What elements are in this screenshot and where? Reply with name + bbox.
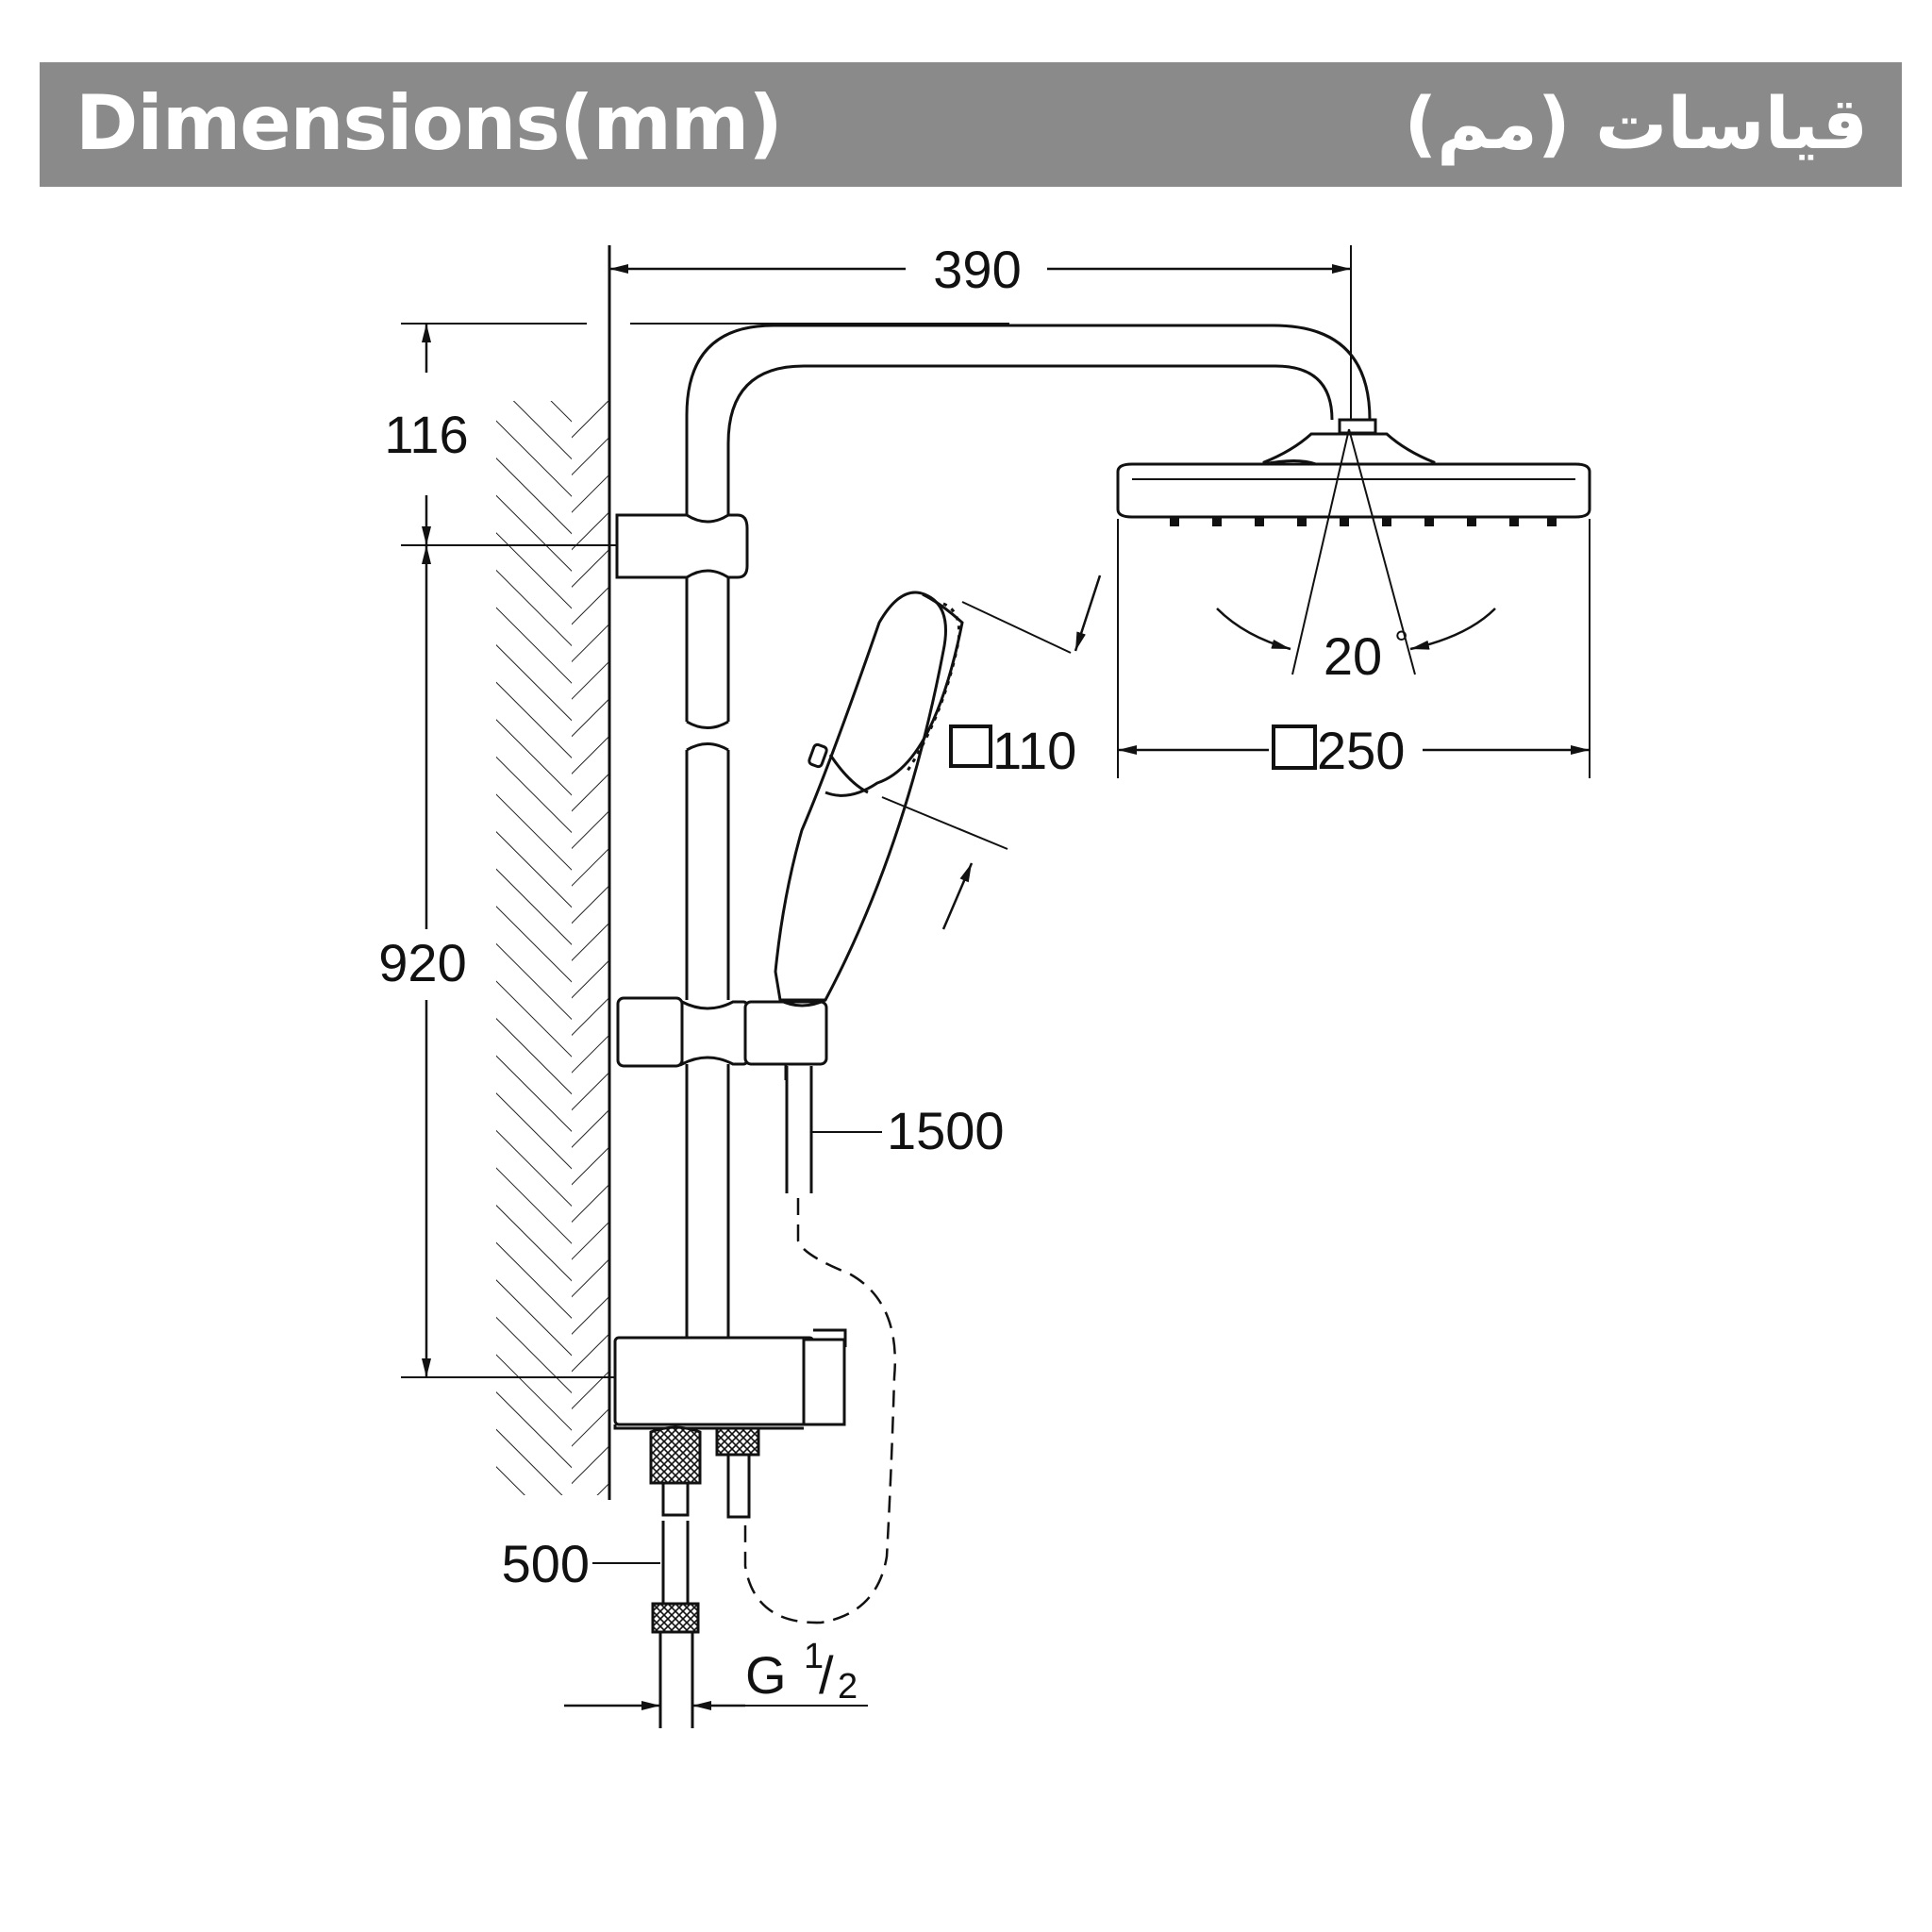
header-bar: Dimensions(mm) قياسات (مم) bbox=[40, 62, 1902, 187]
thread-label: G bbox=[745, 1645, 787, 1705]
dim-390-label: 390 bbox=[933, 240, 1021, 299]
wall bbox=[496, 245, 611, 1500]
dim-500-label: 500 bbox=[502, 1534, 590, 1593]
title-arabic: قياسات (مم) bbox=[1404, 81, 1868, 165]
head-shower bbox=[1116, 418, 1591, 526]
tilt-angle: 20 ° bbox=[1216, 428, 1496, 686]
riser-pipe bbox=[685, 324, 1372, 1338]
angle-label: 20 bbox=[1324, 626, 1382, 686]
nozzle-row bbox=[1170, 517, 1557, 526]
inlet-connectors bbox=[592, 1425, 760, 1728]
thread-denominator: 2 bbox=[838, 1667, 858, 1707]
dim-250-label: 250 bbox=[1317, 721, 1405, 780]
dim-920-label: 920 bbox=[378, 933, 466, 992]
hand-shower bbox=[774, 591, 964, 1008]
top-wall-bracket bbox=[615, 513, 749, 579]
dim-116-label: 116 bbox=[384, 405, 468, 464]
dimension-390: 390 bbox=[609, 240, 1352, 429]
hand-shower-hose bbox=[743, 1066, 896, 1624]
dimension-thread: G 1 / 2 bbox=[564, 1637, 868, 1710]
thread-numerator: 1 bbox=[804, 1637, 824, 1676]
dimension-110: 110 bbox=[881, 575, 1102, 930]
hand-shower-holder bbox=[616, 996, 828, 1080]
dim-110-label: 110 bbox=[992, 721, 1076, 780]
thermostat-mixer bbox=[613, 1328, 847, 1430]
degree-symbol: ° bbox=[1394, 625, 1408, 664]
dim-1500-label: 1500 bbox=[887, 1101, 1005, 1160]
dimension-250: 250 bbox=[1117, 519, 1591, 780]
dimension-vertical: 116 920 bbox=[378, 323, 1009, 1378]
title-english: Dimensions(mm) bbox=[75, 79, 783, 167]
thread-slash: / bbox=[819, 1645, 834, 1705]
